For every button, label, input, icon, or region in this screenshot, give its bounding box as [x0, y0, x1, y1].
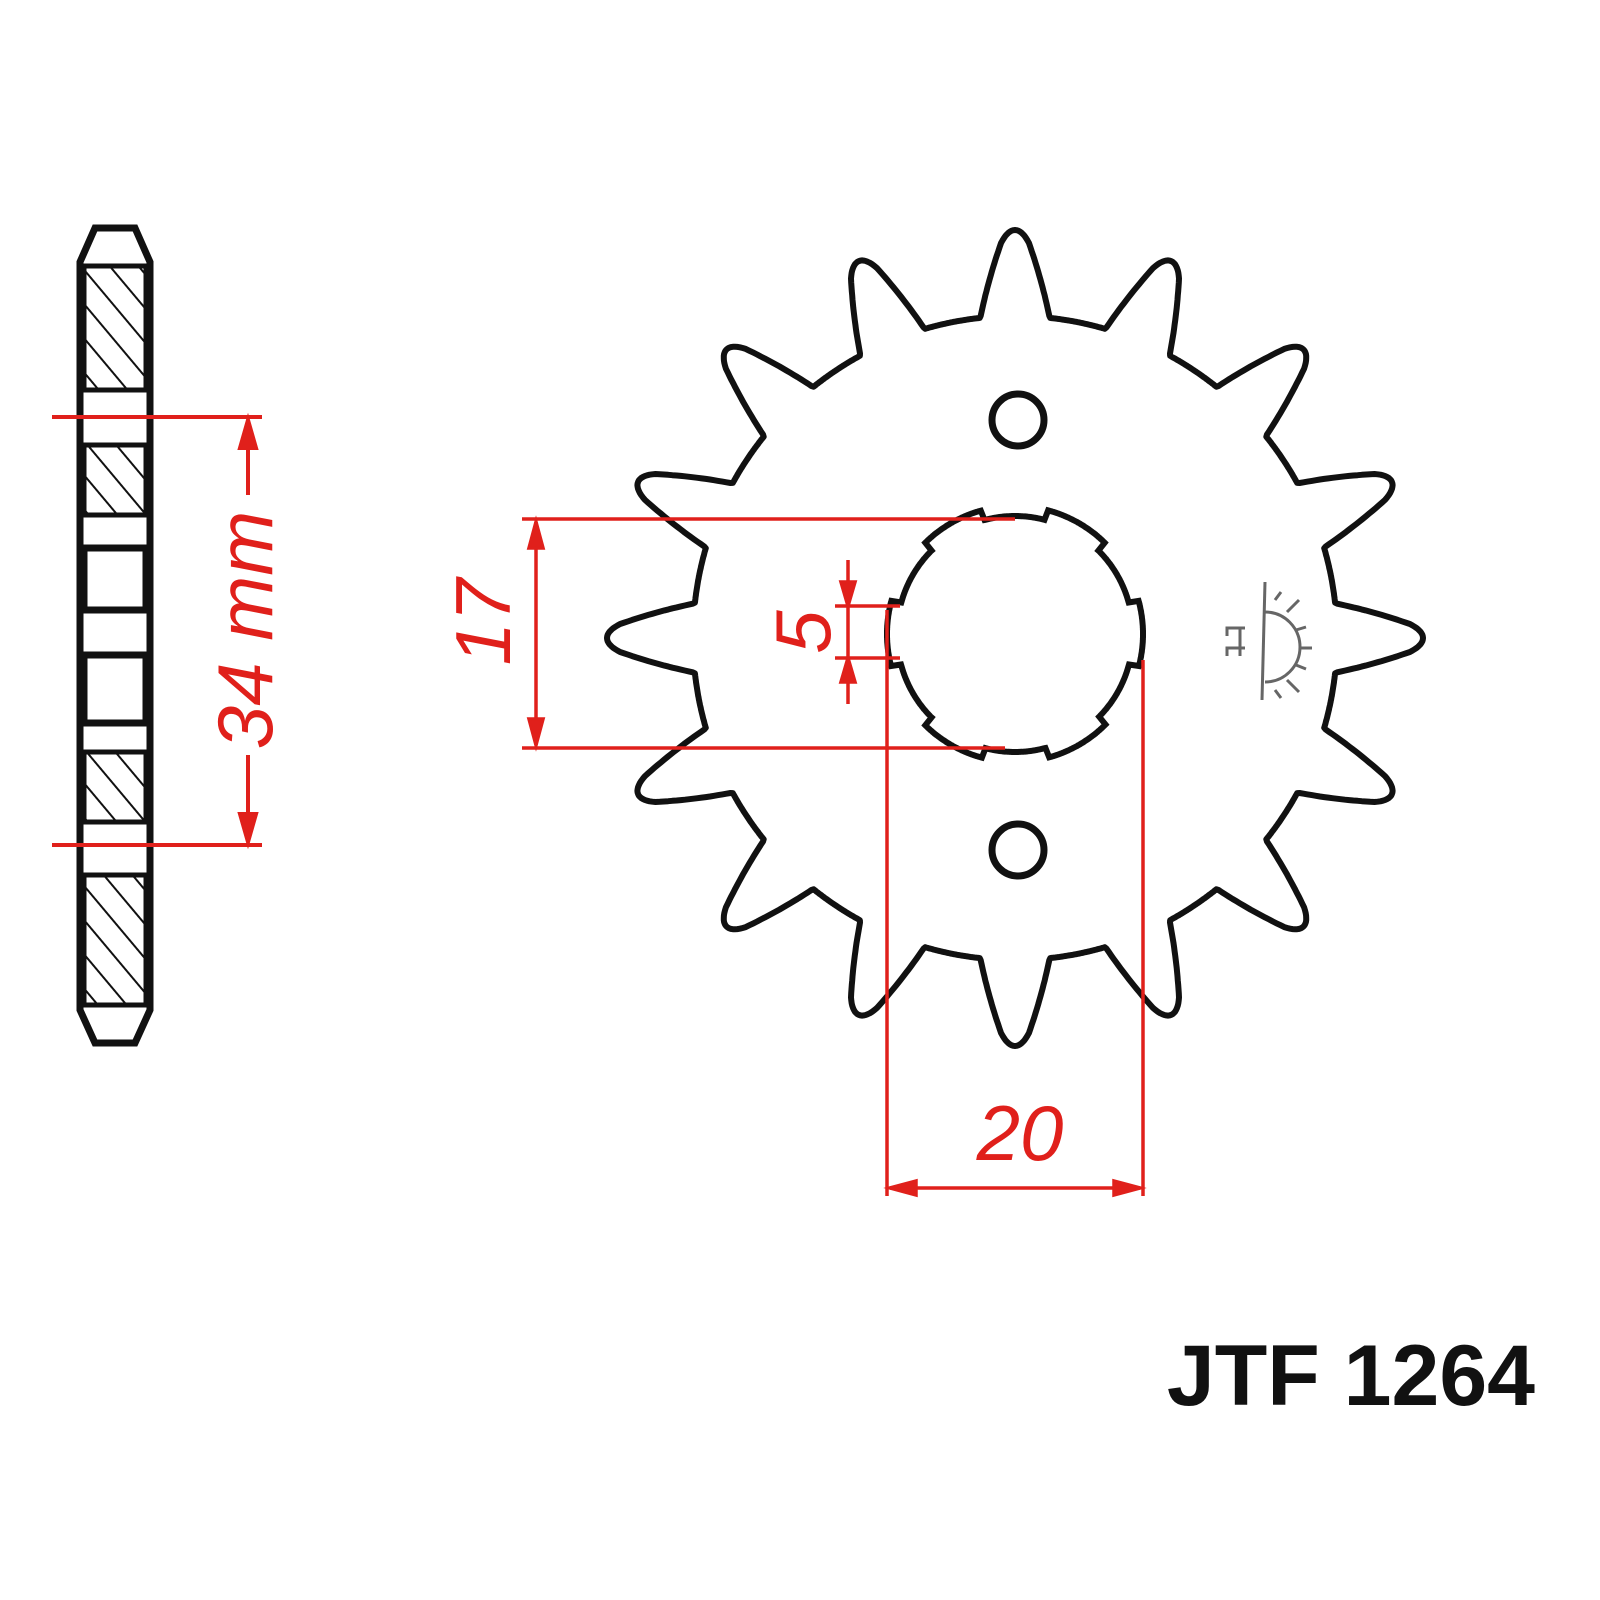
pitch-dimension [52, 412, 262, 850]
bore-height-label: 17 [439, 576, 527, 665]
bolt-hole-bottom [988, 820, 1048, 880]
bore-width-label: 20 [976, 1089, 1064, 1177]
dimension-lines [522, 515, 1147, 1198]
pitch-diameter-label: 34 mm [201, 511, 289, 749]
key-width-label: 5 [759, 610, 847, 654]
spline-bore [884, 506, 1146, 762]
side-view: 34 mm [52, 224, 289, 1047]
front-view: 17 5 20 [439, 227, 1426, 1198]
part-number: JTF 1264 [1167, 1328, 1535, 1424]
bolt-hole-top [988, 390, 1048, 450]
sun-face-icon [1225, 581, 1312, 701]
